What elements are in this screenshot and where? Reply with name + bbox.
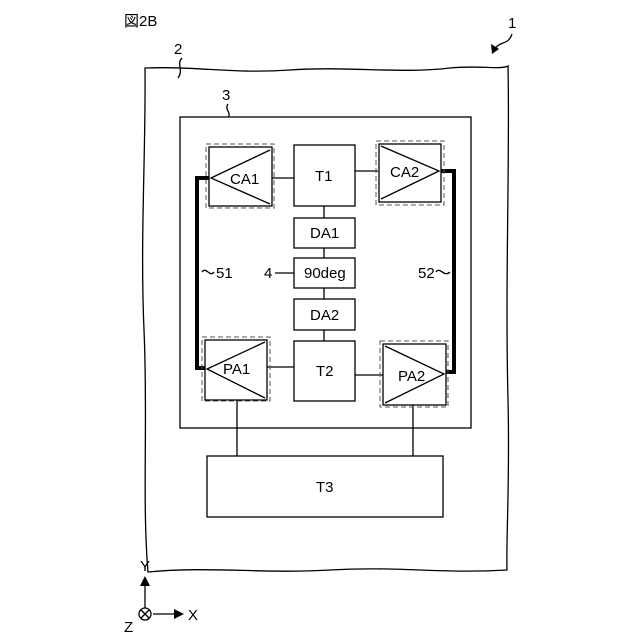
pa2-label: PA2 [398,368,425,385]
y-axis-arrowhead [140,576,150,586]
ca1-label: CA1 [230,171,259,188]
axis-z-label: Z [124,619,133,636]
ref-line-52: 52 [418,265,435,282]
pa1-block: PA1 [202,337,270,401]
axis-y-label: Y [140,558,150,575]
t2-block: T2 [294,341,355,401]
da2-label: DA2 [310,307,339,324]
ref-phase-shifter: 4 [264,265,272,282]
phase-shifter-90deg: 90deg [294,258,355,288]
ref-chip: 3 [222,87,230,104]
ref-chip-leader [227,104,229,118]
t3-label: T3 [316,479,334,496]
ca1-block: CA1 [206,144,274,208]
da1-block: DA1 [294,218,355,248]
ca2-block: CA2 [376,141,444,205]
figure-label: 図2B [124,13,157,30]
ca2-label: CA2 [390,164,419,181]
t1-label: T1 [315,168,333,185]
t1-block: T1 [294,145,355,206]
t2-label: T2 [316,363,334,380]
ref-substrate: 2 [174,41,182,58]
pa1-label: PA1 [223,361,250,378]
da2-block: DA2 [294,299,355,330]
deg90-label: 90deg [304,265,346,282]
da1-label: DA1 [310,225,339,242]
ref-line-51: 51 [216,265,233,282]
axis-x-label: X [188,607,198,624]
t3-block: T3 [207,456,443,517]
x-axis-arrowhead [174,609,184,619]
z-axis-into-page-icon [139,608,151,620]
pa2-block: PA2 [380,341,448,407]
ref-device: 1 [508,15,516,32]
